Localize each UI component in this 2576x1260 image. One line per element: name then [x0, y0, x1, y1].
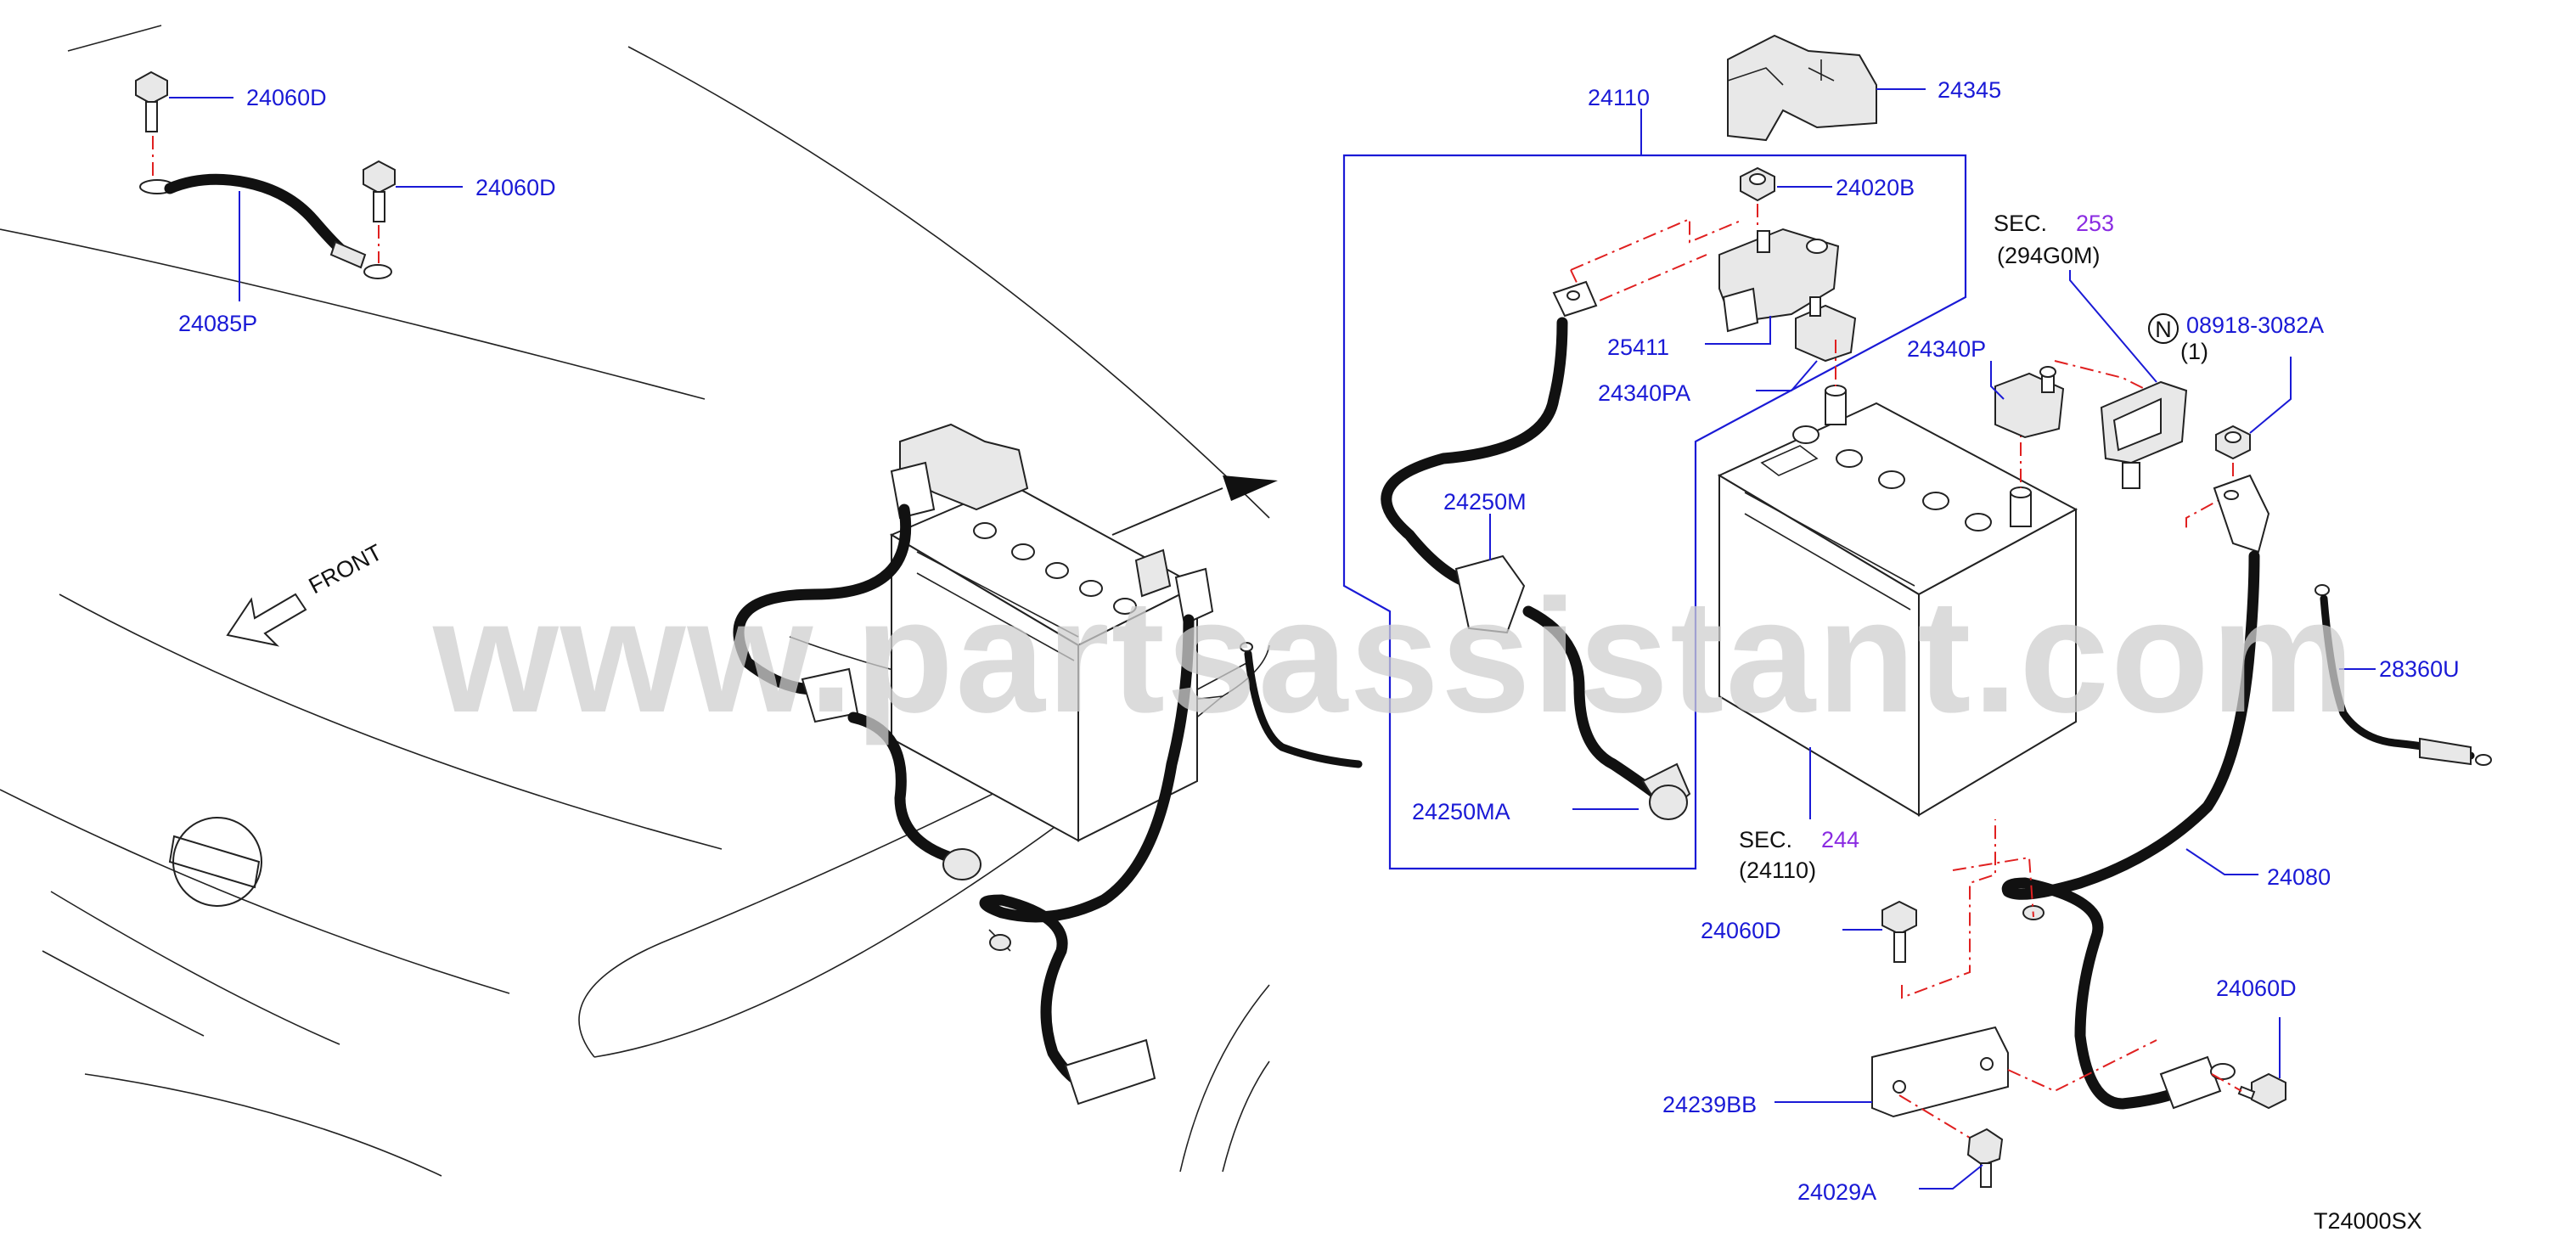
label-24060D-b[interactable]: 24060D — [475, 175, 556, 200]
label-08918-qty: (1) — [2180, 339, 2208, 364]
front-direction-arrow: FRONT — [226, 539, 386, 647]
label-24060D-c[interactable]: 24060D — [1701, 918, 1781, 943]
watermark: www.partsassistant.com — [432, 566, 2356, 746]
battery-sensor-294G0M — [2100, 380, 2188, 489]
leader-24029A — [1919, 1164, 1983, 1190]
front-label: FRONT — [305, 539, 386, 599]
terminal-cover-24345 — [1727, 34, 1877, 142]
label-24060D-a[interactable]: 24060D — [246, 85, 327, 110]
label-24239BB[interactable]: 24239BB — [1662, 1092, 1757, 1117]
label-08918-3082A[interactable]: 08918-3082A — [2186, 312, 2324, 338]
label-24340PA[interactable]: 24340PA — [1598, 380, 1690, 406]
sec244-sub: (24110) — [1739, 858, 1816, 883]
n-symbol-circle — [2148, 313, 2179, 344]
sec244-number[interactable]: 244 — [1821, 827, 1859, 852]
label-28360U[interactable]: 28360U — [2379, 656, 2460, 682]
ground-wire-28360U — [2314, 584, 2492, 766]
label-24060D-d[interactable]: 24060D — [2216, 976, 2297, 1001]
phantom-line-7 — [2185, 463, 2234, 531]
cable-assembly-boundary — [1342, 154, 1967, 870]
label-24080[interactable]: 24080 — [2267, 864, 2331, 890]
label-24250MA[interactable]: 24250MA — [1412, 799, 1510, 824]
leader-24340P — [1990, 361, 2005, 400]
bolt-24029A — [1966, 1128, 2004, 1188]
terminal-clamp-24340P — [1994, 366, 2065, 439]
nut-24020B — [1740, 166, 1775, 202]
label-24250M[interactable]: 24250M — [1443, 489, 1527, 515]
terminal-clamp-24340PA — [1795, 296, 1857, 363]
phantom-line-12 — [2211, 1073, 2242, 1092]
bolt-24060D-d — [2237, 1072, 2286, 1110]
label-24110[interactable]: 24110 — [1588, 85, 1650, 110]
n-symbol: N — [2155, 317, 2172, 342]
nut-08918-3082A — [2215, 425, 2251, 460]
leader-sec253 — [2069, 270, 2157, 383]
bolt-24060D-c — [1881, 900, 1917, 963]
label-24340P[interactable]: 24340P — [1907, 336, 1986, 362]
drawing-id: T24000SX — [2314, 1208, 2422, 1234]
detail-pointer-line — [1111, 487, 1223, 536]
sec253-number[interactable]: 253 — [2076, 211, 2114, 236]
leader-08918 — [2249, 357, 2292, 434]
sec244-label: SEC. — [1739, 827, 1792, 852]
detail-pointer-arrowhead — [1223, 475, 1278, 501]
label-25411[interactable]: 25411 — [1607, 335, 1669, 360]
leader-25411 — [1705, 316, 1771, 345]
fusible-link-25411 — [1718, 228, 1840, 333]
vehicle-body-outline — [0, 25, 1270, 1177]
phantom-line-8 — [1901, 819, 1996, 999]
sec253-label: SEC. — [1994, 211, 2047, 236]
negative-cable-24080 — [2001, 474, 2270, 1110]
label-24085P[interactable]: 24085P — [178, 311, 257, 336]
installed-battery-assembly — [733, 423, 1363, 1105]
battery-detail — [1717, 385, 2078, 817]
leader-24080 — [2185, 848, 2258, 875]
phantom-line-6 — [2054, 360, 2149, 391]
label-24020B[interactable]: 24020B — [1836, 175, 1915, 200]
sec253-sub: (294G0M) — [1997, 243, 2101, 268]
ground-strap-24085P — [135, 70, 396, 279]
label-24345[interactable]: 24345 — [1938, 77, 2001, 103]
leader-24340PA — [1756, 360, 1818, 391]
positive-cable-24250M — [1381, 280, 1691, 820]
label-24029A[interactable]: 24029A — [1797, 1179, 1876, 1205]
phantom-line-9 — [1952, 856, 2034, 918]
bracket-24239BB — [1871, 1026, 2009, 1118]
phantom-line-1 — [1570, 217, 1741, 271]
